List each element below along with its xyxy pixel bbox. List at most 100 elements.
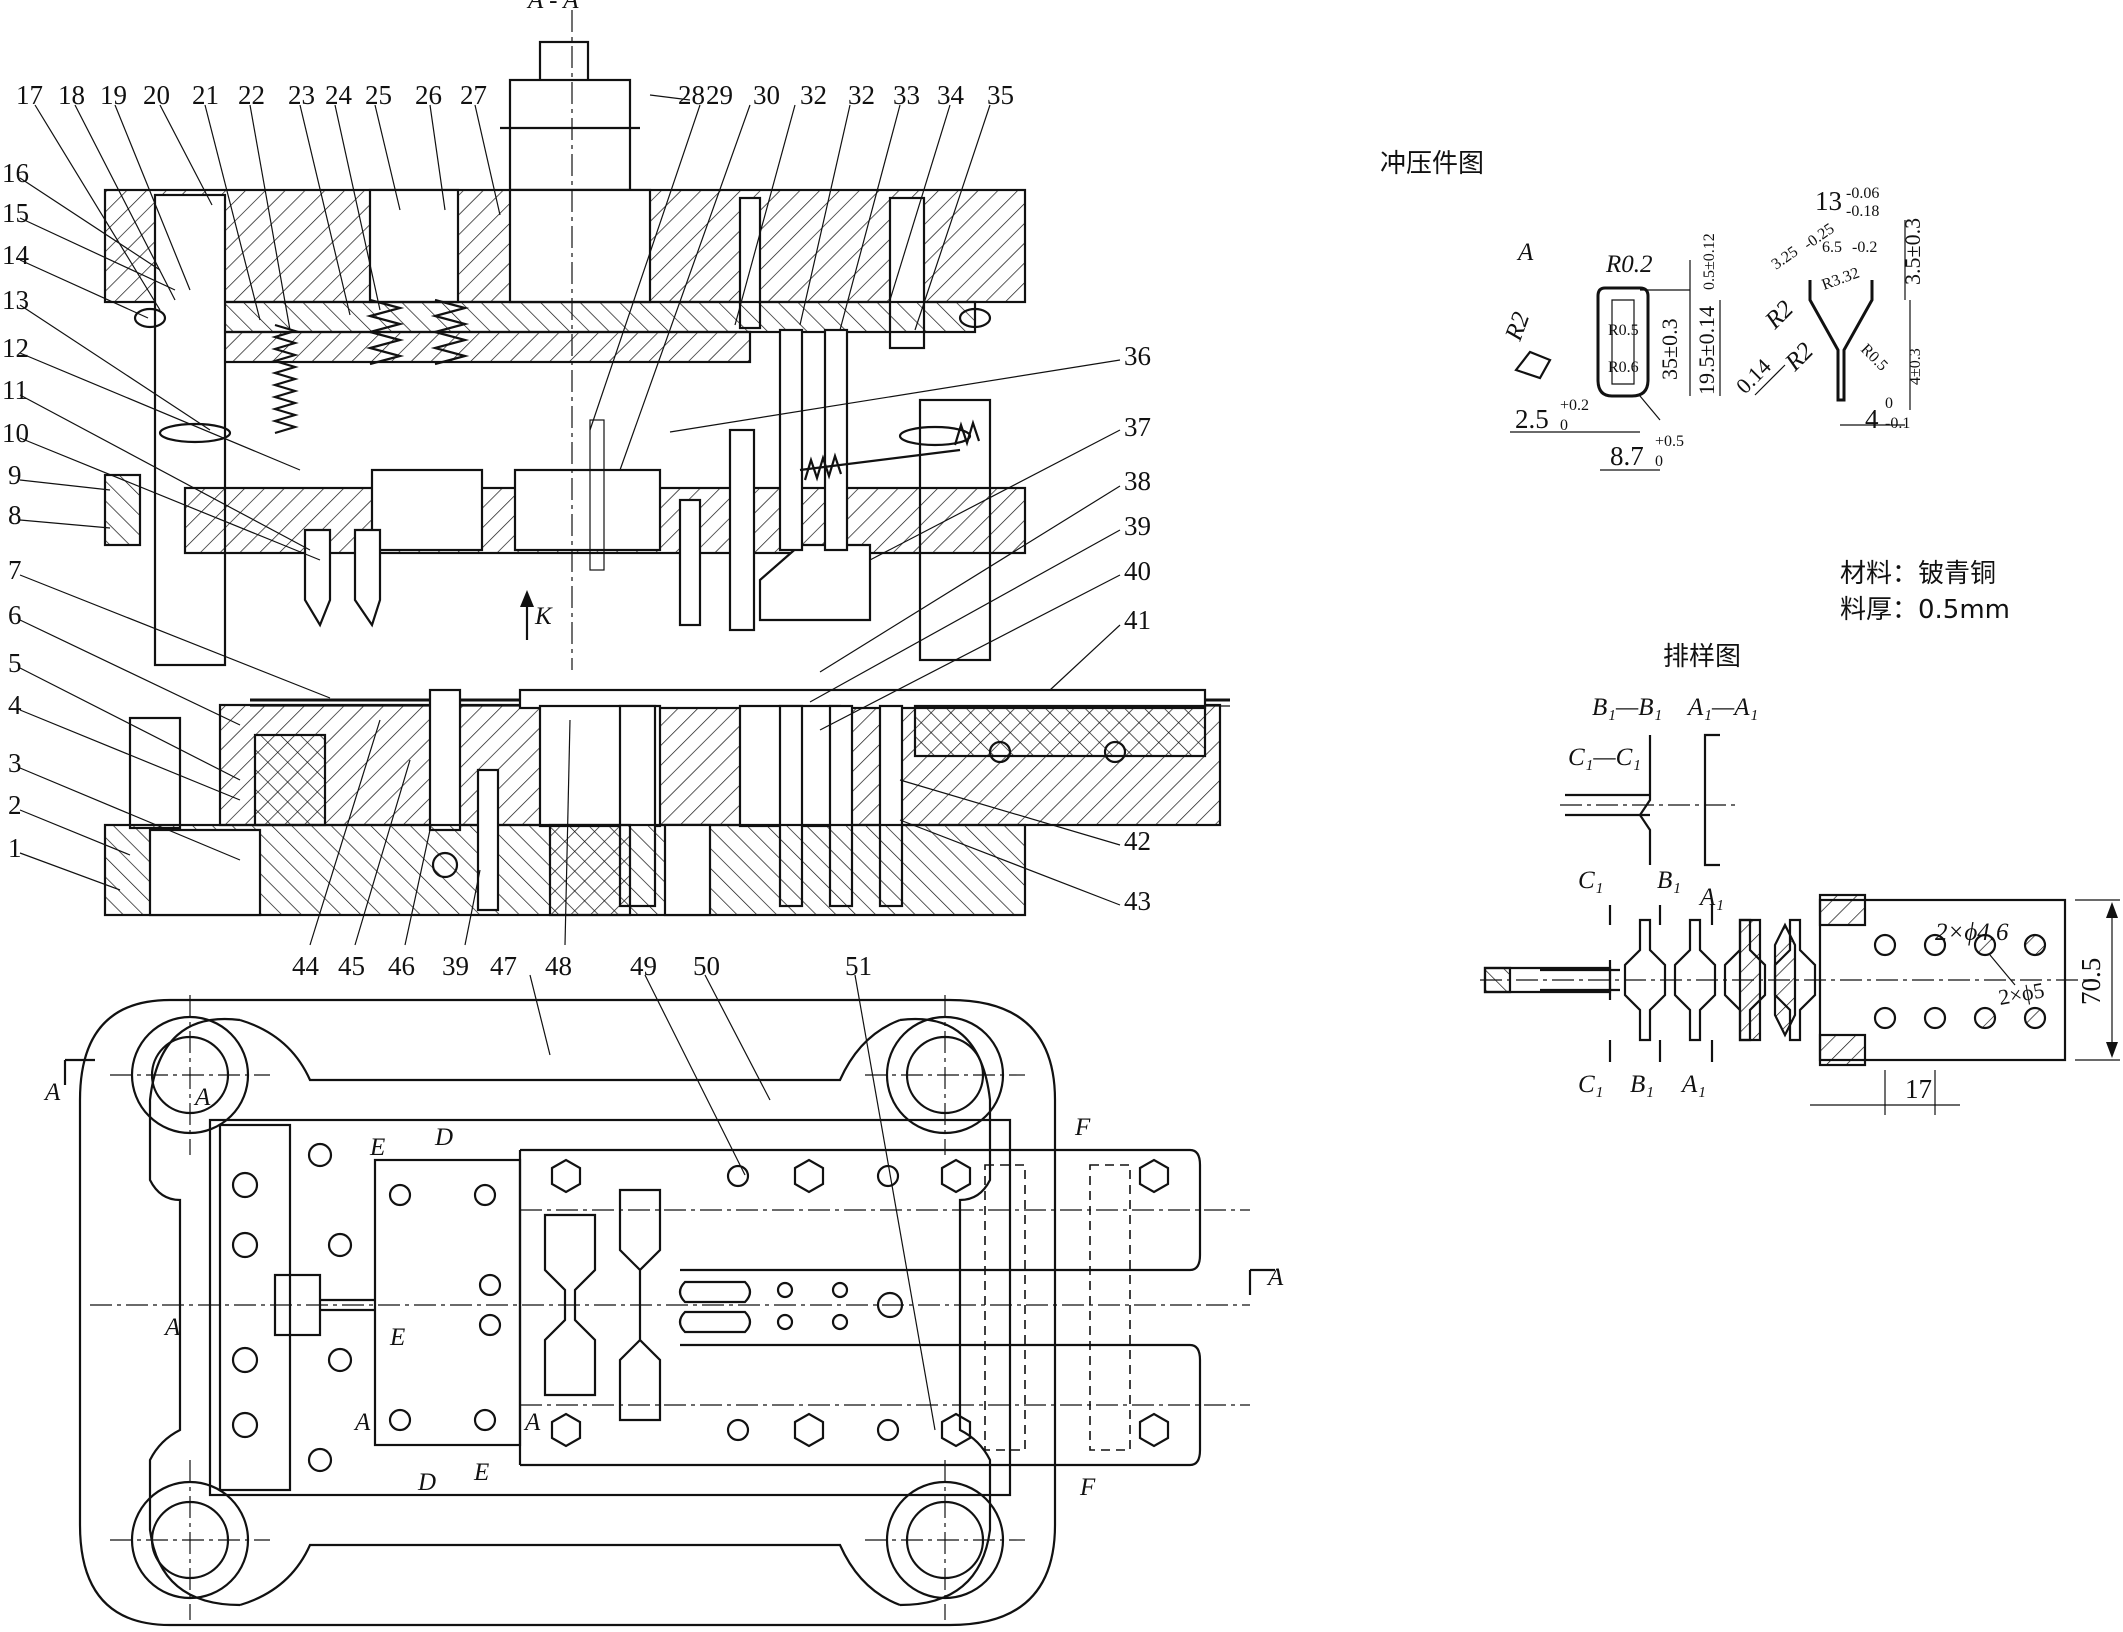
dim-r02: R0.2 <box>1605 251 1653 278</box>
label-24: 24 <box>325 80 353 110</box>
part-labels: 17 18 19 20 21 22 23 24 25 26 27 16 15 1… <box>2 0 1151 981</box>
spring-left <box>271 323 299 435</box>
label-51: 51 <box>845 951 872 981</box>
dim-r2-low: R2 <box>1779 338 1818 377</box>
strip-layout-title: 排样图 <box>1663 642 1741 672</box>
label-45: 45 <box>338 951 365 981</box>
mark-f-bot: F <box>1079 1474 1096 1501</box>
mark-a-tl: A <box>43 1079 61 1106</box>
dim-r3-32: R3.32 <box>1820 265 1862 294</box>
dim-6-5: 6.5 <box>1822 239 1842 256</box>
dim-r05-right: R0.5 <box>1857 341 1891 375</box>
plan-marks: A A A A A A E D E D E F F <box>43 1079 1284 1501</box>
part-drawing: 冲压件图 A R0.2 R2 R0.5 R0.6 2.5 +0.2 0 8.7 … <box>1380 149 2010 625</box>
marker-c1-top: C₁ <box>1578 867 1603 894</box>
dim-13-tol-lo: -0.18 <box>1846 203 1879 220</box>
mark-d-bot: D <box>417 1469 436 1496</box>
label-18: 18 <box>58 80 85 110</box>
label-5: 5 <box>8 648 22 678</box>
label-3: 3 <box>8 748 22 778</box>
mark-a-left: A <box>163 1314 181 1341</box>
label-2: 2 <box>8 790 22 820</box>
dim-4-tol-up: 0 <box>1885 395 1893 412</box>
mark-e-mid: E <box>389 1324 405 1351</box>
dim-3-5: 3.5±0.3 <box>1900 218 1925 285</box>
label-13: 13 <box>2 285 29 315</box>
label-40: 40 <box>1124 556 1151 586</box>
label-39b: 39 <box>442 951 469 981</box>
label-a1a1: A₁—A₁ <box>1686 694 1758 721</box>
label-b1b1: B₁—B₁ <box>1592 694 1662 721</box>
label-47: 47 <box>490 951 517 981</box>
punch-2 <box>353 528 382 628</box>
label-21: 21 <box>192 80 219 110</box>
bolt-row-bottom <box>550 1412 1170 1448</box>
label-34: 34 <box>937 80 965 110</box>
label-32a: 32 <box>800 80 827 110</box>
pilot-2 <box>728 428 756 632</box>
dim-4-03: 4±0.3 <box>1907 348 1924 385</box>
pilot-1 <box>678 498 702 627</box>
label-10: 10 <box>2 418 29 448</box>
dim-0-5: 0.5±0.12 <box>1701 233 1718 290</box>
label-29: 29 <box>706 80 733 110</box>
part-view-label: A <box>1516 239 1534 266</box>
top-nut <box>538 40 590 84</box>
dim-0-14: 0.14 <box>1731 354 1776 399</box>
label-26: 26 <box>415 80 442 110</box>
label-37: 37 <box>1124 412 1151 442</box>
mark-e-bot: E <box>473 1459 489 1486</box>
die-shank <box>508 78 632 192</box>
label-43: 43 <box>1124 886 1151 916</box>
material-note: 材料：铍青铜 <box>1840 559 1996 589</box>
label-12: 12 <box>2 333 29 363</box>
dim-2-5: 2.5 <box>1515 404 1549 434</box>
label-42: 42 <box>1124 826 1151 856</box>
dim-2-5-tol: +0.2 <box>1560 397 1589 414</box>
label-14: 14 <box>2 240 30 270</box>
bolt-row-top <box>550 1158 1170 1194</box>
backing-plate <box>213 300 977 334</box>
mark-d-top: D <box>434 1124 453 1151</box>
marker-b1-bot: B₁ <box>1630 1071 1654 1098</box>
dim-width-70-5: 70.5 <box>2076 958 2106 1005</box>
label-48: 48 <box>545 951 572 981</box>
marker-c1-bot: C₁ <box>1578 1071 1603 1098</box>
dim-13-tol-up: -0.06 <box>1846 185 1879 202</box>
label-44: 44 <box>292 951 320 981</box>
label-8: 8 <box>8 500 22 530</box>
label-46: 46 <box>388 951 415 981</box>
part-drawing-title: 冲压件图 <box>1380 149 1484 179</box>
label-36: 36 <box>1124 341 1151 371</box>
dim-r05-left: R0.5 <box>1608 322 1639 339</box>
spring-a <box>365 298 405 366</box>
mark-a-right: A <box>1266 1264 1284 1291</box>
part-profile-y <box>1808 280 1874 402</box>
label-6: 6 <box>8 600 22 630</box>
label-9: 9 <box>8 460 22 490</box>
label-22: 22 <box>238 80 265 110</box>
dim-r2-left: R2 <box>1500 309 1535 345</box>
mark-a-bl: A <box>353 1409 371 1436</box>
label-32b: 32 <box>848 80 875 110</box>
label-23: 23 <box>288 80 315 110</box>
punch-38 <box>758 543 872 622</box>
mark-f-top: F <box>1074 1114 1091 1141</box>
marker-b1-top: B₁ <box>1657 867 1681 894</box>
dim-r06: R0.6 <box>1608 359 1639 376</box>
label-28: 28 <box>678 80 705 110</box>
label-25: 25 <box>365 80 392 110</box>
dim-8-7-tol: +0.5 <box>1655 433 1684 450</box>
label-c1c1: C₁—C₁ <box>1568 744 1641 771</box>
label-1: 1 <box>8 833 22 863</box>
marker-a1-bot: A₁ <box>1680 1071 1706 1098</box>
label-17: 17 <box>16 80 43 110</box>
section-title-aa: A - A <box>526 0 579 14</box>
section-view-aa <box>103 10 1230 917</box>
dim-8-7: 8.7 <box>1610 441 1644 471</box>
guide-rail-bottom <box>520 1343 1202 1467</box>
punch-1 <box>303 528 332 628</box>
spring-b <box>430 298 470 366</box>
label-41: 41 <box>1124 605 1151 635</box>
label-4: 4 <box>8 690 22 720</box>
